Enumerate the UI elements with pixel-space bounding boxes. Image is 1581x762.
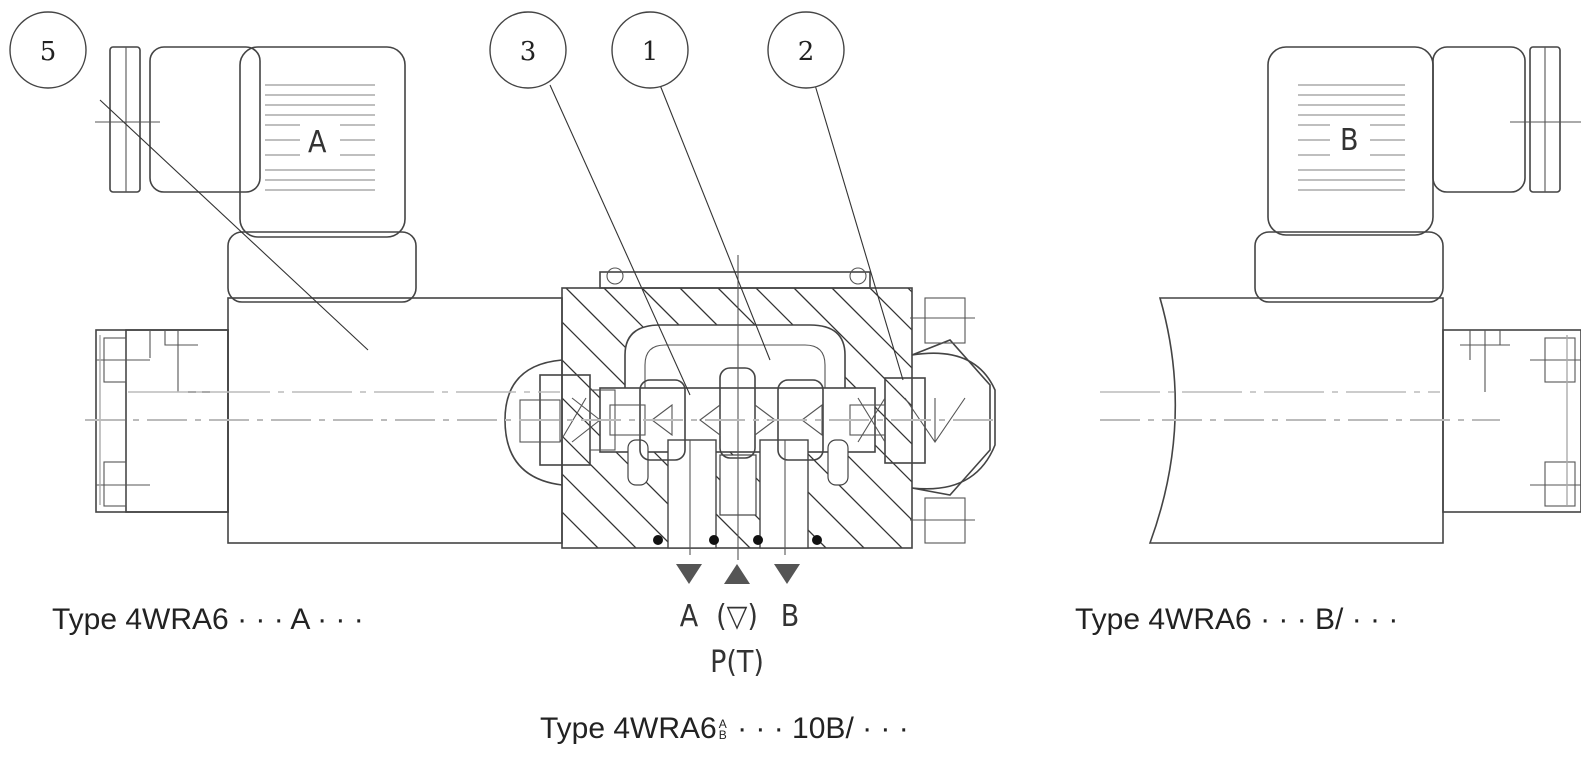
section-hatch-line [1174,288,1434,548]
section-hatch-line [562,288,637,548]
port-a-label: A [680,599,699,634]
section-hatch-line [562,288,599,548]
caption-type-a: Type 4WRA6 · · · A · · · [52,603,364,636]
leader-lines [99,84,904,396]
svg-text:2: 2 [798,37,815,67]
callout-3: 3 [489,11,567,89]
port-tank-symbol: (▽) [716,599,758,634]
section-hatch-line [1098,288,1358,548]
section-hatch-line [831,288,912,548]
section-hatch-line [1060,288,1320,548]
port-p-label: P(T) [710,645,764,680]
section-hatch-line [1022,288,1282,548]
section-hatch-line [907,288,912,548]
port-b-label: B [781,599,800,634]
port-arrows [676,564,800,584]
svg-text:5: 5 [40,37,57,67]
arrow-down-a-icon [676,564,702,584]
caption-type-b: Type 4WRA6 · · · B/ · · · [1075,603,1399,636]
svg-text:1: 1 [642,37,659,67]
arrow-up-p-icon [724,564,750,584]
callout-2: 2 [767,11,845,89]
solenoid-a-label: A [308,125,327,160]
right-solenoid: B [1148,46,1581,544]
solenoid-b-label: B [1340,123,1359,158]
callout-5: 5 [9,11,87,89]
section-hatch-line [562,288,675,548]
section-hatch-line [300,288,560,548]
arrow-down-b-icon [774,564,800,584]
section-hatch-line [793,288,912,548]
callout-1: 1 [611,11,689,89]
left-solenoid: A [95,46,563,544]
section-hatch-line [984,288,1244,548]
svg-text:3: 3 [520,37,537,67]
section-hatch-line [869,288,912,548]
